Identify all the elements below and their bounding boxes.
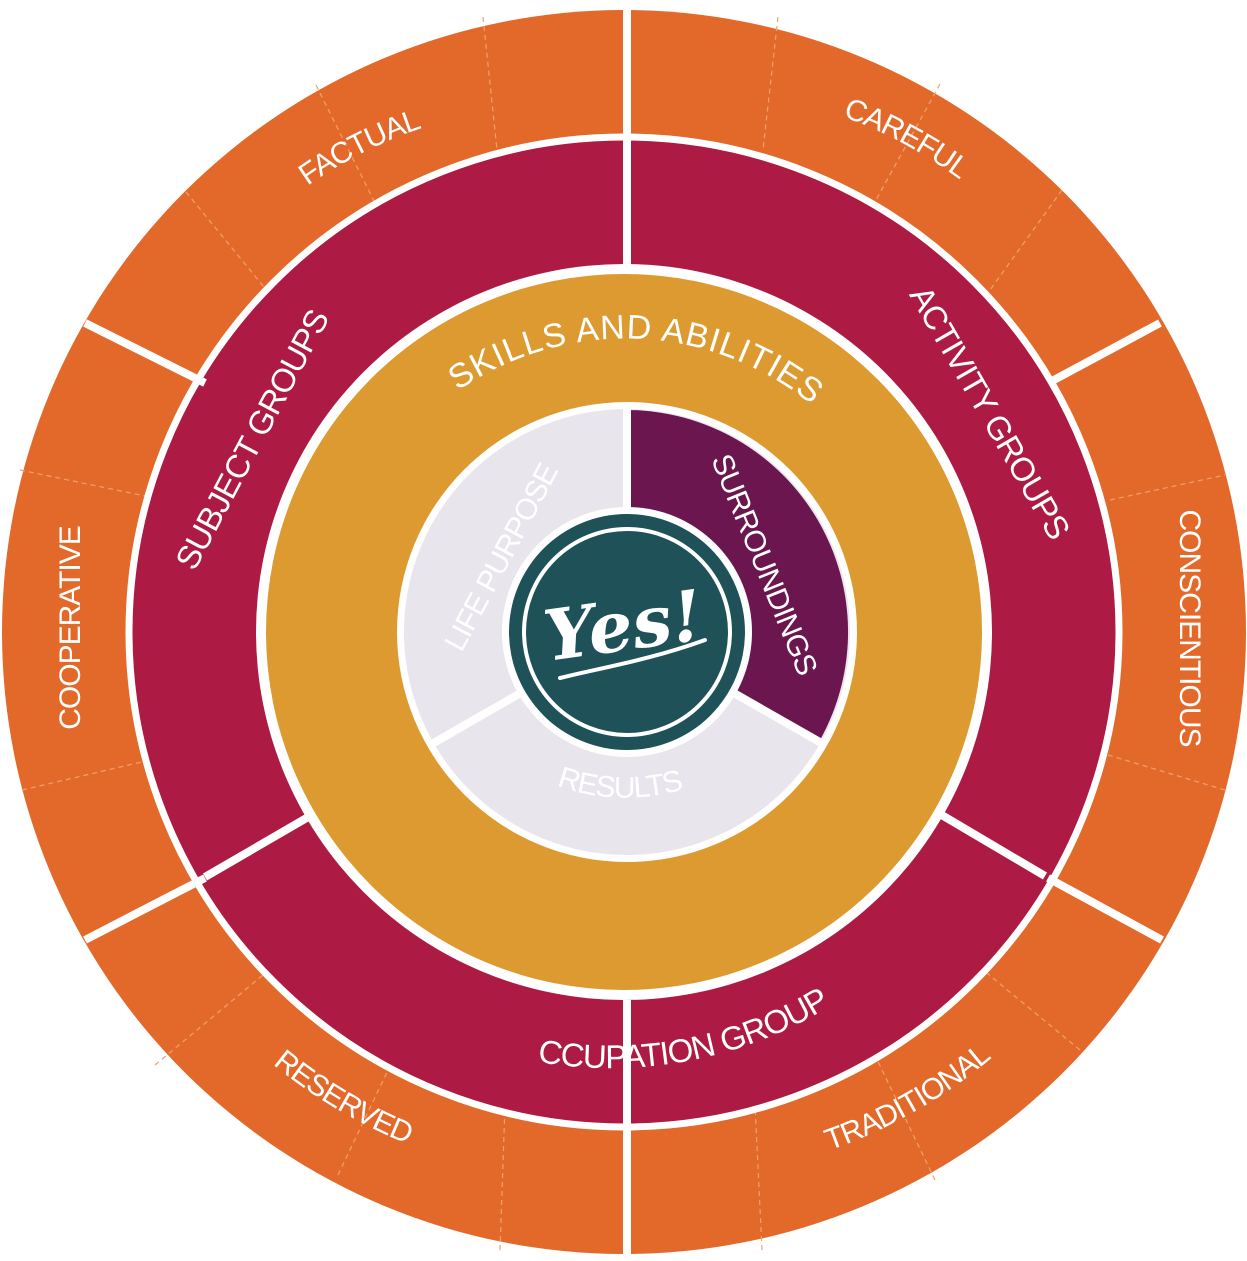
logo-badge [509, 514, 745, 750]
logo-swash [558, 638, 707, 680]
logo-inner-ring-2 [531, 536, 723, 728]
label-cooperative: COOPERATIVE [54, 526, 87, 729]
middle-ring-outer-border [125, 133, 1123, 1131]
logo-inner-ring [522, 527, 732, 737]
label-conscientious: CONSCIENTIOUS [1173, 509, 1206, 746]
